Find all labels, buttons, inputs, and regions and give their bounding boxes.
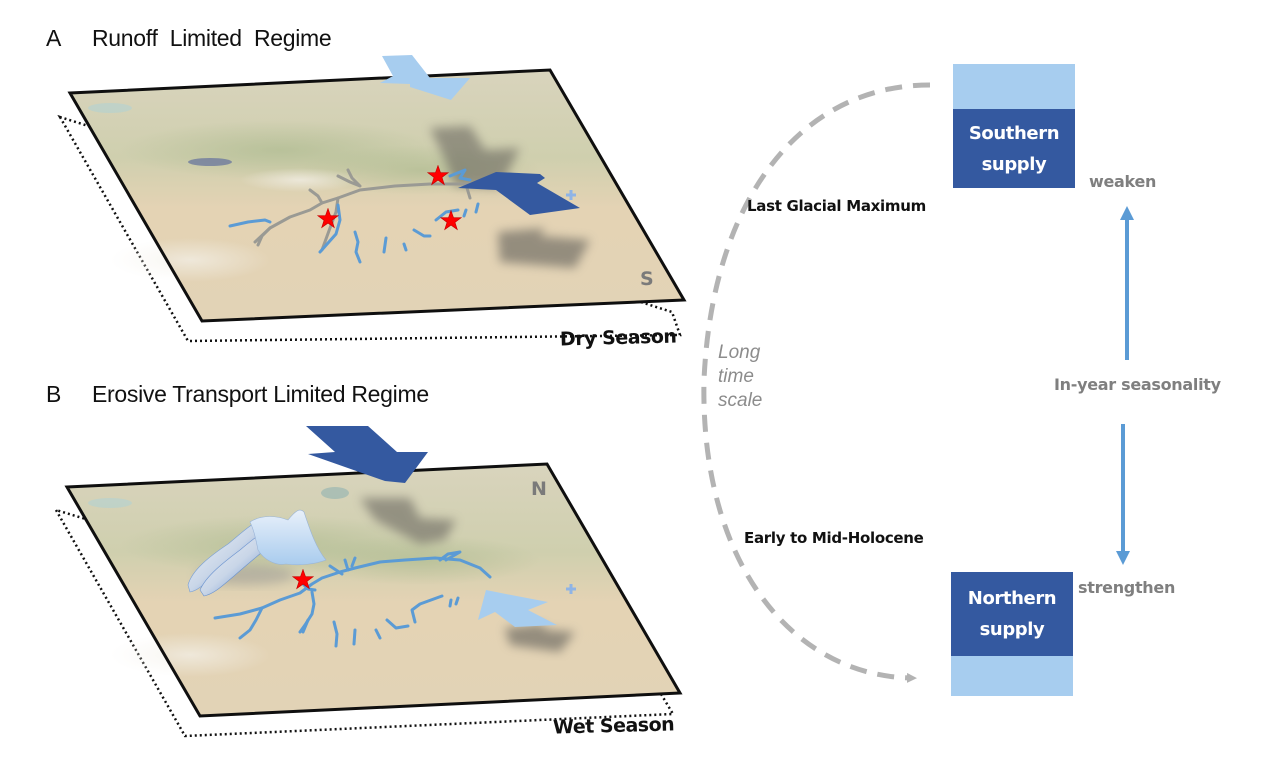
terrain-snow xyxy=(110,238,270,282)
river-branch-blue xyxy=(352,628,357,646)
river-blue xyxy=(462,208,468,218)
river-main-gray xyxy=(253,182,472,244)
northern-supply-line: Northern xyxy=(967,588,1057,609)
light-blue-wind-arrow xyxy=(478,590,557,627)
wet-season-label: Wet Season xyxy=(552,713,675,739)
small-plus-marker xyxy=(566,584,576,594)
river-branch-blue xyxy=(374,628,382,640)
small-plus-marker xyxy=(566,190,576,200)
river-branch-blue xyxy=(238,606,264,640)
river-branch-blue xyxy=(438,550,462,562)
dark-blue-wind-arrow xyxy=(458,172,580,215)
river-blue xyxy=(318,203,342,254)
terrain-snow xyxy=(240,168,360,192)
light-blue-wind-arrow xyxy=(380,55,470,100)
long-time-scale-label: Long time scale xyxy=(718,341,762,413)
river-blue xyxy=(353,230,362,264)
lake xyxy=(321,487,349,499)
river-branch-blue xyxy=(301,618,310,634)
river-branch-gray xyxy=(256,226,272,247)
northern-supply-line: supply xyxy=(979,619,1045,640)
long-time-scale-line: scale xyxy=(718,390,763,411)
rivers-wet xyxy=(213,550,492,648)
arrow-shadow xyxy=(498,228,590,268)
arrow-shadow xyxy=(360,498,456,544)
glacier-illustration xyxy=(187,509,327,597)
river-branch-gray xyxy=(336,168,362,188)
rivers-dry xyxy=(228,168,480,264)
river-blue xyxy=(382,236,388,254)
river-blue xyxy=(412,228,432,238)
river-branch-blue xyxy=(410,594,444,624)
panel-a-letter: A xyxy=(46,25,62,51)
river-blue xyxy=(448,168,472,182)
panel-b: N xyxy=(53,426,683,738)
river-blue xyxy=(228,218,272,228)
compass-label-n: N xyxy=(531,478,547,500)
southern-supply-dark-band: Southern supply xyxy=(953,109,1075,188)
panel-a-title: A Runoff Limited Regime xyxy=(46,25,332,52)
river-branch-blue xyxy=(448,596,460,608)
lake xyxy=(88,498,132,508)
lake xyxy=(88,103,132,113)
river-blue xyxy=(474,202,480,214)
map-b: N xyxy=(64,426,683,718)
river-branch-blue xyxy=(385,618,410,630)
southern-supply-light-band xyxy=(953,64,1075,109)
panel-a: S xyxy=(57,55,687,343)
map-a: S xyxy=(67,55,687,323)
river-branch-gray xyxy=(308,188,324,205)
northern-supply-dark-band: Northern supply xyxy=(951,572,1073,656)
dark-blue-wind-arrow xyxy=(306,426,428,483)
arrow-shadow xyxy=(505,624,575,652)
southern-supply-line: Southern xyxy=(968,122,1060,144)
strengthen-label: strengthen xyxy=(1078,578,1176,597)
panel-b-title-text: Erosive Transport Limited Regime xyxy=(92,381,429,407)
river-blue xyxy=(402,242,408,252)
long-time-scale-arc xyxy=(701,82,931,683)
panel-b-title: B Erosive Transport Limited Regime xyxy=(46,381,429,408)
compass-label-s: S xyxy=(640,268,654,290)
panel-a-title-text: Runoff Limited Regime xyxy=(92,25,332,51)
river-branch-gray xyxy=(465,186,472,200)
weaken-arrow-head xyxy=(1120,206,1134,220)
river-blue xyxy=(434,208,460,222)
weaken-label: weaken xyxy=(1089,172,1157,191)
southern-supply-line: supply xyxy=(981,153,1047,175)
river-branch-blue xyxy=(328,556,357,576)
panel-b-letter: B xyxy=(46,381,62,407)
southern-supply-box: Southern supply xyxy=(953,64,1075,188)
long-time-scale-line: time xyxy=(718,366,754,387)
northern-supply-light-band xyxy=(951,656,1073,696)
glacier-body xyxy=(249,509,327,566)
northern-supply-box: Northern supply xyxy=(951,572,1073,696)
long-time-scale-line: Long xyxy=(718,342,761,363)
early-mid-holocene-label: Early to Mid-Holocene xyxy=(744,529,924,547)
strengthen-arrow-head xyxy=(1116,551,1130,565)
last-glacial-maximum-label: Last Glacial Maximum xyxy=(747,197,926,215)
river-branch-blue xyxy=(332,620,339,648)
in-year-seasonality-label: In-year seasonality xyxy=(1054,375,1221,394)
dry-season-label: Dry Season xyxy=(559,325,677,351)
lake xyxy=(188,158,232,166)
map-a-surface xyxy=(70,70,684,321)
terrain-snow xyxy=(110,633,270,677)
